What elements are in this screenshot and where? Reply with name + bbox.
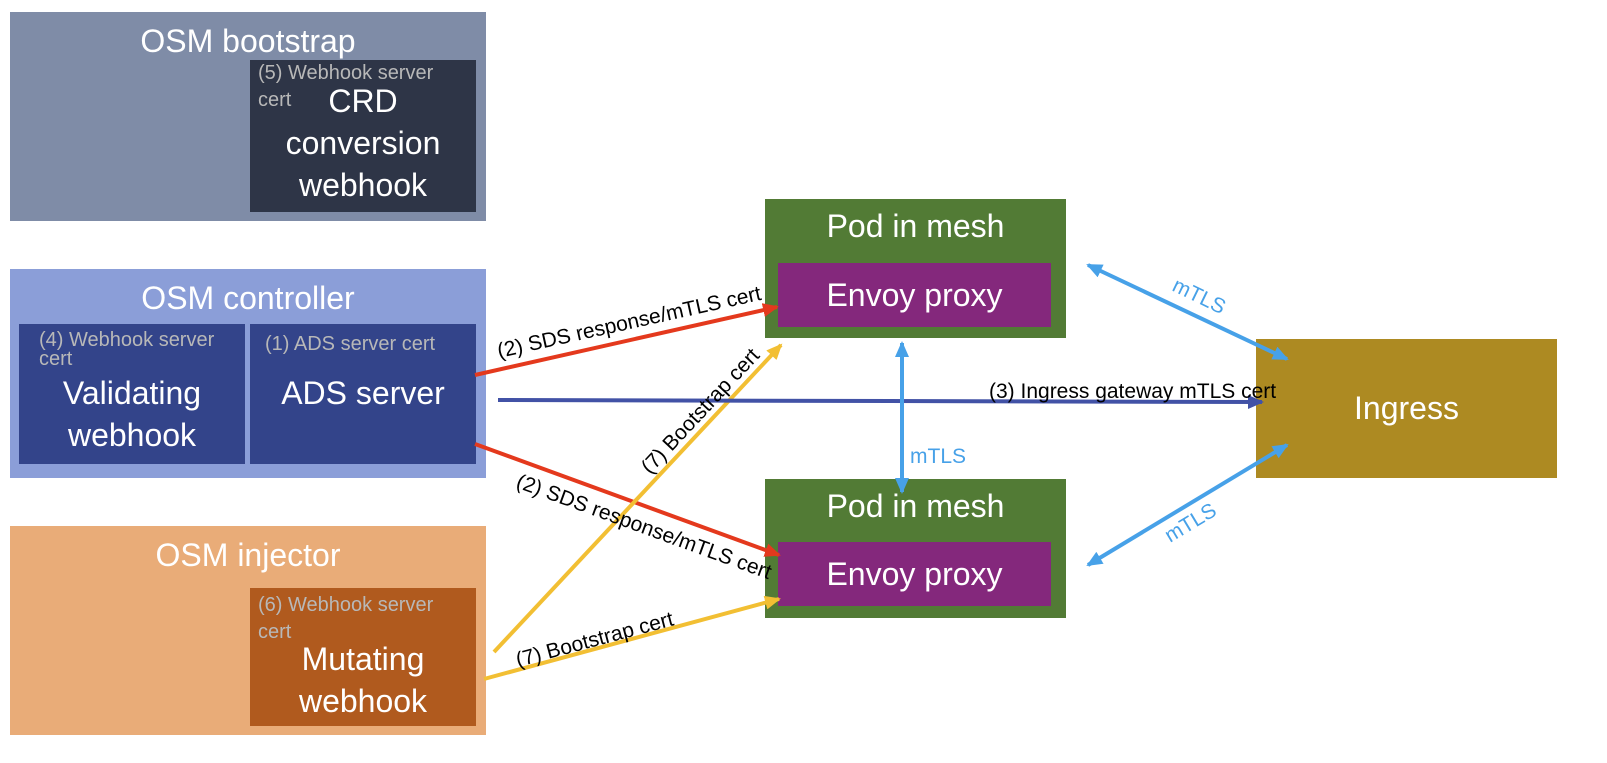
ingress-cert-label: (3) Ingress gateway mTLS cert	[989, 380, 1276, 403]
mutating-cert-label-line2: cert	[258, 621, 292, 643]
ingress-cert-arrow	[497, 394, 1264, 409]
mtls-arrow-bottom	[1086, 443, 1289, 567]
validating-cert-label-line1: (4) Webhook server	[39, 329, 215, 351]
crd-line1: CRD	[328, 83, 398, 119]
ingress-label: Ingress	[1354, 390, 1459, 426]
bootstrap-arrow-upper	[492, 343, 783, 654]
validating-line2: webhook	[67, 417, 197, 453]
ingress-box: Ingress	[1256, 339, 1557, 478]
crd-cert-label: (5) Webhook server cert	[258, 60, 473, 114]
bootstrap-label-upper: (7) Bootstrap cert	[637, 344, 765, 478]
osm-controller-box: OSM controller (4) Webhook server cert V…	[10, 269, 486, 478]
mutating-line2: webhook	[298, 683, 428, 719]
bootstrap-label-lower: (7) Bootstrap cert	[513, 608, 676, 672]
pod-top-title: Pod in mesh	[826, 208, 1005, 244]
validating-cert-label-line2: cert	[39, 348, 73, 370]
mtls-arrow-top	[1086, 263, 1289, 361]
osm-injector-title: OSM injector	[155, 537, 341, 573]
crd-line2: conversion	[285, 125, 441, 161]
crd-conversion-webhook-box: (5) Webhook server cert CRD conversion w…	[250, 60, 476, 212]
ads-server-box: (1) ADS server cert ADS server	[250, 324, 476, 464]
ads-cert-label: (1) ADS server cert	[265, 333, 436, 355]
mutating-line1: Mutating	[301, 641, 425, 677]
osm-controller-title: OSM controller	[141, 280, 355, 316]
mutating-cert-label-line1: (6) Webhook server	[258, 594, 434, 616]
crd-line3: webhook	[298, 167, 428, 203]
sds-label-bottom: (2) SDS response/mTLS cert	[513, 470, 774, 584]
validating-line1: Validating	[62, 375, 202, 411]
envoy-proxy-bottom: Envoy proxy	[778, 542, 1051, 606]
validating-webhook-box: (4) Webhook server cert Validating webho…	[19, 324, 245, 464]
osm-injector-box: OSM injector (6) Webhook server cert Mut…	[10, 526, 486, 735]
pod-bottom-title: Pod in mesh	[826, 488, 1005, 524]
envoy-proxy-top-label: Envoy proxy	[826, 277, 1003, 313]
mutating-webhook-box: (6) Webhook server cert Mutating webhook	[250, 588, 476, 726]
envoy-proxy-bottom-label: Envoy proxy	[826, 556, 1003, 592]
osm-bootstrap-box: OSM bootstrap (5) Webhook server cert CR…	[10, 12, 486, 221]
validating-cert-label: (4) Webhook server cert	[39, 327, 244, 373]
mutating-cert-label: (6) Webhook server cert	[258, 592, 473, 646]
sds-arrow-top	[474, 303, 779, 377]
mtls-label-middle: mTLS	[910, 445, 966, 468]
sds-arrow-bottom	[474, 442, 781, 557]
crd-cert-label-line1: (5) Webhook server	[258, 62, 434, 84]
mtls-label-bottom: mTLS	[1161, 499, 1221, 548]
pod-in-mesh-top: Pod in mesh Envoy proxy	[765, 199, 1066, 338]
crd-cert-label-line2: cert	[258, 89, 292, 111]
bootstrap-arrow-lower	[483, 595, 781, 681]
ads-server-name: ADS server	[281, 375, 445, 411]
mtls-label-top: mTLS	[1169, 274, 1229, 319]
osm-bootstrap-title: OSM bootstrap	[140, 23, 356, 59]
envoy-proxy-top: Envoy proxy	[778, 263, 1051, 327]
sds-label-top: (2) SDS response/mTLS cert	[495, 282, 763, 363]
pod-in-mesh-bottom: Pod in mesh Envoy proxy	[765, 479, 1066, 618]
